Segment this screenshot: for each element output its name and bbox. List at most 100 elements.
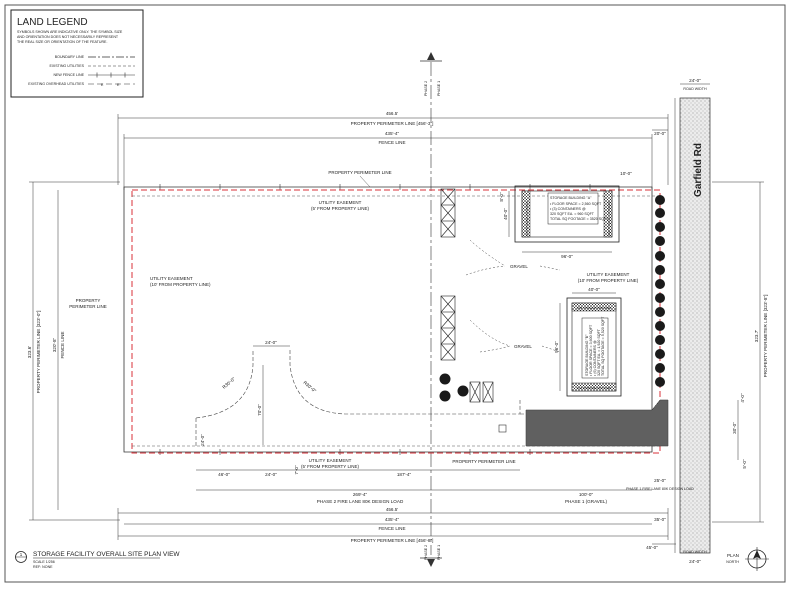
container-stack-top — [440, 188, 456, 238]
driveway-dims — [196, 345, 520, 471]
label-left-prop-2: PERIMETER LINE — [69, 304, 107, 309]
bldg-a-strip-right: 40x8 STORAGE CONTAINER — [607, 201, 611, 236]
road-width-top: 24'-0" — [689, 78, 701, 83]
label-perimeter-top: PROPERTY PERIMETER LINE — [328, 170, 391, 175]
bottom-dimension-lines — [117, 489, 676, 545]
dim-right-outer: 323.7' — [754, 330, 759, 342]
dim-left-fence: 320'-8" — [52, 338, 57, 353]
tree — [655, 251, 665, 261]
storage-building-a: STORAGE BUILDING "A" • FLOOR SPACE = 2,5… — [499, 185, 620, 259]
dim-left-prop: PROPERTY PERIMETER LINE [323'-0"] — [36, 311, 41, 394]
phase-label-top-2: PHASE 2 — [424, 81, 428, 96]
dim-top-right-setback-2: 10'-0" — [620, 171, 632, 176]
svg-text:E: E — [117, 83, 120, 87]
dim-right-5: 5'-0" — [742, 459, 747, 469]
bldg-b-dim-h: 40'-0" — [588, 287, 600, 292]
dim-drive-r-right: R30'-0" — [302, 380, 317, 394]
dim-25: 25'-0" — [654, 478, 666, 483]
tree — [655, 307, 665, 317]
bldg-a-line-1: • FLOOR SPACE = 2,560 SQFT — [550, 202, 602, 206]
legend-utilities-label: EXISTING UTILITIES — [49, 64, 84, 68]
dim-45: 45'-0" — [646, 545, 658, 550]
dim-left-outer: 323.6' — [27, 346, 32, 358]
tree — [655, 293, 665, 303]
tree — [439, 390, 451, 402]
dim-phase1-gravel: PHASE 1 (GRAVEL) — [565, 499, 608, 504]
container-pair-bottom — [469, 381, 494, 403]
tree — [457, 385, 469, 397]
dim-drive-7: 7'-0" — [294, 465, 299, 475]
left-dimension-lines — [29, 181, 120, 521]
dim-top-fence-label: FENCE LINE — [378, 140, 405, 145]
sheet-border — [4, 4, 786, 583]
bldg-a-line-2: • (3) CONTAINERS @ — [550, 207, 586, 211]
bldg-a-dim-v: 40'-0" — [503, 208, 508, 220]
legend-note-1: SYMBOLS SHOWN ARE INDICATIVE ONLY. THE S… — [17, 30, 123, 34]
phase-label-bottom-1: PHASE 1 — [437, 545, 441, 560]
storage-building-b: STORAGE BUILDING "B" • FLOOR SPACE = 3,6… — [554, 287, 622, 397]
label-easement-top-1: UTILITY EASEMENT — [319, 200, 362, 205]
bldg-b-line-5: TOTAL SQ FOOTAGE = 5,520 SQFT — [601, 316, 605, 376]
bldg-b-strip-top: 40x8 STORAGE CONTAINER — [577, 306, 612, 310]
tree — [655, 195, 665, 205]
road-width-bottom-label: ROAD WIDTH — [683, 550, 707, 554]
tree-row — [439, 195, 665, 402]
label-easement-bottom-2: (5' FROM PROPERTY LINE) — [301, 464, 359, 469]
title-ref: REF: NONE — [33, 565, 53, 569]
dim-bottom-fence: 435'-4" — [385, 517, 400, 522]
legend-fence-label: NEW FENCE LINE — [53, 73, 84, 77]
title-number: 1 — [20, 552, 23, 557]
dim-left-fence-label: FENCE LINE — [60, 331, 65, 358]
top-dimension-lines — [117, 114, 669, 190]
legend-title: LAND LEGEND — [17, 17, 88, 28]
dim-top-fence: 435'-4" — [385, 131, 400, 136]
road-width-top-label: ROAD WIDTH — [683, 87, 707, 91]
dim-bottom-269: 269'-4" — [353, 492, 368, 497]
bldg-a-line-4: TOTAL SQ FOOTAGE = 3520 SQFT — [550, 217, 609, 221]
plan-north-1: PLAN — [727, 553, 739, 558]
dim-bottom-46: 46'-0" — [218, 472, 230, 477]
legend-overhead-symbol: E E — [88, 83, 135, 87]
dim-right-prop: PROPERTY PERIMETER LINE [323'-8"] — [763, 295, 768, 378]
label-gravel-1: GRAVEL — [510, 264, 528, 269]
label-perimeter-bottom: PROPERTY PERIMETER LINE — [452, 459, 515, 464]
dim-bottom-456: 456.5' — [386, 507, 398, 512]
label-easement-top-2: (5' FROM PROPERTY LINE) — [311, 206, 369, 211]
dim-drive-70: 70'-0" — [257, 404, 262, 416]
bldg-b-line-4: 320 SQFT EA. = 1,920 SQFT — [597, 328, 601, 376]
land-legend: LAND LEGEND SYMBOLS SHOWN ARE INDICATIVE… — [10, 9, 144, 98]
legend-boundary-label: BOUNDARY LINE — [55, 55, 85, 59]
phase-divider-line — [420, 52, 442, 567]
legend-overhead-label: EXISTING OVERHEAD UTILITIES — [28, 82, 84, 86]
bldg-a-dim-small: 8'-0" — [499, 192, 504, 202]
fence-line — [123, 186, 653, 453]
dim-drive-r-left: R30'-0" — [221, 376, 236, 390]
dim-bottom-24: 24'-0" — [265, 472, 277, 477]
title-block: 1 STORAGE FACILITY OVERALL SITE PLAN VIE… — [15, 551, 180, 569]
bldg-b-line-1: STORAGE BUILDING "B" — [585, 334, 589, 376]
garfield-road — [679, 97, 711, 554]
bldg-a-strip-left: 40x8 STORAGE CONTAINER — [525, 201, 529, 236]
label-easement-right-2: (10' FROM PROPERTY LINE) — [578, 278, 639, 283]
label-easement-left-2: (10' FROM PROPERTY LINE) — [150, 282, 211, 287]
fire-lane-paving — [525, 399, 669, 447]
container-stack-mid — [440, 295, 456, 361]
utility-easement-lines — [132, 195, 660, 447]
tree — [439, 373, 451, 385]
dim-bottom-fence-label: FENCE LINE — [378, 526, 405, 531]
fence-posts — [159, 184, 591, 455]
dim-top-property: PROPERTY PERIMETER LINE [456'-3"] — [351, 121, 434, 126]
title-scale: SCALE 1/256 — [33, 560, 55, 564]
label-easement-left-1: UTILITY EASEMENT — [150, 276, 193, 281]
plan-north-2: NORTH — [726, 560, 739, 564]
right-dimension-lines — [712, 181, 764, 523]
svg-text:E: E — [101, 83, 104, 87]
tree — [655, 349, 665, 359]
dim-35: 35'-0" — [654, 517, 666, 522]
phase-label-bottom-2: PHASE 2 — [424, 545, 428, 560]
dim-drive-24-left: 24'-0" — [200, 434, 205, 446]
dim-bottom-100: 100'-0" — [579, 492, 594, 497]
tree — [655, 279, 665, 289]
dim-drive-24-top: 24'-0" — [265, 340, 277, 345]
road-name: Garfield Rd — [693, 143, 704, 197]
